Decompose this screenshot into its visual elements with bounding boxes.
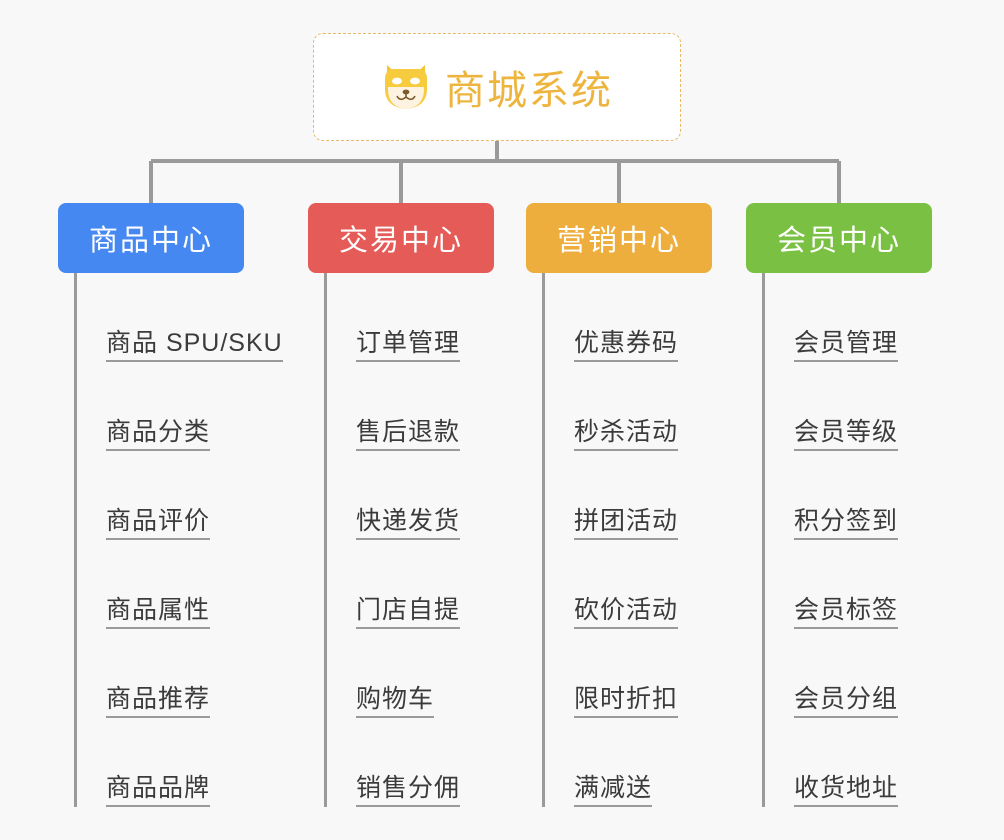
leaf-item[interactable]: 秒杀活动 [542, 362, 712, 451]
category-column-2: 交易中心订单管理售后退款快递发货门店自提购物车销售分佣 [308, 203, 494, 807]
leaf-item[interactable]: 商品品牌 [74, 718, 244, 807]
category-box-4[interactable]: 会员中心 [746, 203, 932, 273]
leaf-item[interactable]: 会员管理 [762, 273, 932, 362]
leaf-item-label: 销售分佣 [356, 775, 461, 807]
leaf-item[interactable]: 销售分佣 [324, 718, 494, 807]
category-items-3: 优惠券码秒杀活动拼团活动砍价活动限时折扣满减送 [526, 273, 712, 807]
leaf-item-label: 商品 SPU/SKU [106, 330, 283, 362]
leaf-item-label: 积分签到 [794, 508, 899, 540]
root-node[interactable]: 商城系统 [313, 33, 681, 141]
leaf-item[interactable]: 售后退款 [324, 362, 494, 451]
leaf-item[interactable]: 会员等级 [762, 362, 932, 451]
category-items-1: 商品 SPU/SKU 商品分类商品评价商品属性商品推荐商品品牌 [58, 273, 283, 807]
category-spine-1 [74, 273, 77, 807]
leaf-item[interactable]: 购物车 [324, 629, 494, 718]
leaf-item[interactable]: 商品分类 [74, 362, 244, 451]
leaf-item[interactable]: 收货地址 [762, 718, 932, 807]
leaf-item-label: 门店自提 [356, 597, 461, 629]
leaf-item[interactable]: 商品属性 [74, 540, 244, 629]
leaf-item[interactable]: 砍价活动 [542, 540, 712, 629]
category-box-2[interactable]: 交易中心 [308, 203, 494, 273]
leaf-item-label: 商品评价 [106, 508, 211, 540]
leaf-item[interactable]: 门店自提 [324, 540, 494, 629]
shiba-inu-icon [381, 61, 431, 113]
leaf-item[interactable]: 积分签到 [762, 451, 932, 540]
leaf-item-label: 商品品牌 [106, 775, 211, 807]
leaf-item[interactable]: 商品推荐 [74, 629, 244, 718]
category-column-1: 商品中心商品 SPU/SKU 商品分类商品评价商品属性商品推荐商品品牌 [58, 203, 283, 807]
leaf-item-label: 会员标签 [794, 597, 899, 629]
leaf-item-label: 拼团活动 [574, 508, 679, 540]
leaf-item[interactable]: 订单管理 [324, 273, 494, 362]
leaf-item[interactable]: 优惠券码 [542, 273, 712, 362]
category-column-3: 营销中心优惠券码秒杀活动拼团活动砍价活动限时折扣满减送 [526, 203, 712, 807]
leaf-item-label: 限时折扣 [574, 686, 679, 718]
leaf-item[interactable]: 会员标签 [762, 540, 932, 629]
leaf-item-label: 售后退款 [356, 419, 461, 451]
leaf-item-label: 砍价活动 [574, 597, 679, 629]
leaf-item-label: 商品属性 [106, 597, 211, 629]
leaf-item-label: 商品分类 [106, 419, 211, 451]
category-spine-2 [324, 273, 327, 807]
root-title: 商城系统 [445, 69, 613, 113]
category-spine-3 [542, 273, 545, 807]
leaf-item-label: 商品推荐 [106, 686, 211, 718]
category-items-4: 会员管理会员等级积分签到会员标签会员分组收货地址 [746, 273, 932, 807]
leaf-item[interactable]: 限时折扣 [542, 629, 712, 718]
category-spine-4 [762, 273, 765, 807]
leaf-item[interactable]: 商品评价 [74, 451, 244, 540]
leaf-item-label: 秒杀活动 [574, 419, 679, 451]
leaf-item-label: 订单管理 [356, 330, 461, 362]
category-items-2: 订单管理售后退款快递发货门店自提购物车销售分佣 [308, 273, 494, 807]
leaf-item[interactable]: 快递发货 [324, 451, 494, 540]
leaf-item[interactable]: 拼团活动 [542, 451, 712, 540]
leaf-item[interactable]: 会员分组 [762, 629, 932, 718]
category-box-1[interactable]: 商品中心 [58, 203, 244, 273]
leaf-item-label: 满减送 [574, 775, 653, 807]
leaf-item-label: 收货地址 [794, 775, 899, 807]
leaf-item-label: 购物车 [356, 686, 435, 718]
leaf-item-label: 快递发货 [356, 508, 461, 540]
category-box-3[interactable]: 营销中心 [526, 203, 712, 273]
leaf-item[interactable]: 商品 SPU/SKU [74, 273, 283, 362]
leaf-item-label: 会员等级 [794, 419, 899, 451]
leaf-item[interactable]: 满减送 [542, 718, 712, 807]
leaf-item-label: 会员分组 [794, 686, 899, 718]
leaf-item-label: 会员管理 [794, 330, 899, 362]
category-column-4: 会员中心会员管理会员等级积分签到会员标签会员分组收货地址 [746, 203, 932, 807]
leaf-item-label: 优惠券码 [574, 330, 679, 362]
